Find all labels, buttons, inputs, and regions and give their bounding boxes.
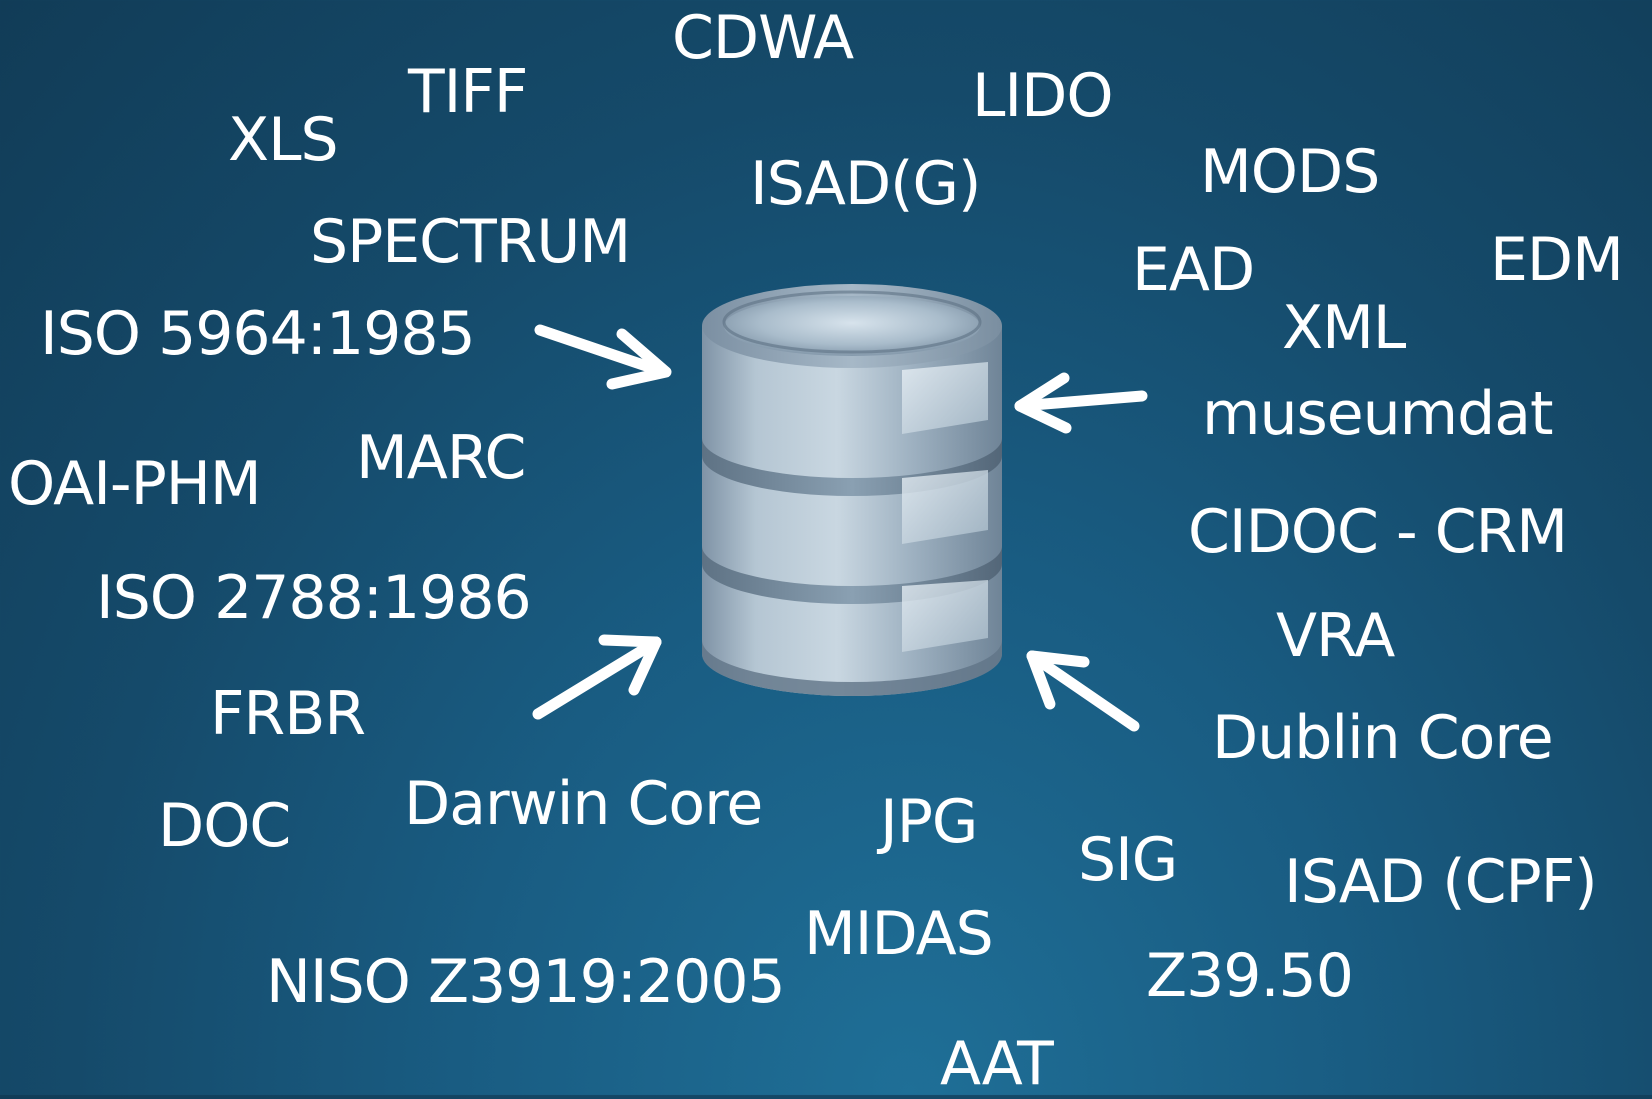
arrow-icon bbox=[1014, 372, 1148, 434]
arrow-icon bbox=[534, 324, 672, 390]
term-iso2788: ISO 2788:1986 bbox=[96, 563, 532, 633]
term-sig: SIG bbox=[1078, 825, 1178, 895]
term-xml: XML bbox=[1282, 293, 1406, 363]
term-marc: MARC bbox=[356, 423, 526, 493]
term-jpg: JPG bbox=[880, 787, 978, 857]
arrow-icon bbox=[1026, 650, 1140, 732]
term-spectrum: SPECTRUM bbox=[310, 207, 631, 277]
term-mods: MODS bbox=[1200, 137, 1380, 207]
arrow-icon bbox=[532, 634, 662, 720]
term-ead: EAD bbox=[1132, 235, 1255, 305]
term-frbr: FRBR bbox=[210, 679, 366, 749]
database-icon bbox=[702, 284, 1002, 696]
term-darwin: Darwin Core bbox=[404, 769, 763, 839]
term-xls: XLS bbox=[228, 105, 339, 175]
term-midas: MIDAS bbox=[804, 899, 994, 969]
term-z3950: Z39.50 bbox=[1146, 941, 1354, 1011]
term-dublin: Dublin Core bbox=[1212, 703, 1554, 773]
term-oaiphm: OAI-PHM bbox=[8, 449, 262, 519]
term-edm: EDM bbox=[1490, 225, 1624, 295]
term-isadg: ISAD(G) bbox=[750, 149, 981, 219]
term-aat: AAT bbox=[940, 1029, 1054, 1099]
term-museumdat: museumdat bbox=[1202, 379, 1554, 449]
term-vra: VRA bbox=[1276, 601, 1395, 671]
term-niso: NISO Z3919:2005 bbox=[266, 947, 786, 1017]
term-cdwa: CDWA bbox=[672, 3, 854, 73]
term-tiff: TIFF bbox=[408, 57, 528, 127]
term-cidoc: CIDOC - CRM bbox=[1188, 497, 1568, 567]
term-doc: DOC bbox=[158, 791, 291, 861]
term-isadcpf: ISAD (CPF) bbox=[1284, 847, 1598, 917]
term-lido: LIDO bbox=[972, 61, 1114, 131]
term-iso5964: ISO 5964:1985 bbox=[40, 299, 476, 369]
